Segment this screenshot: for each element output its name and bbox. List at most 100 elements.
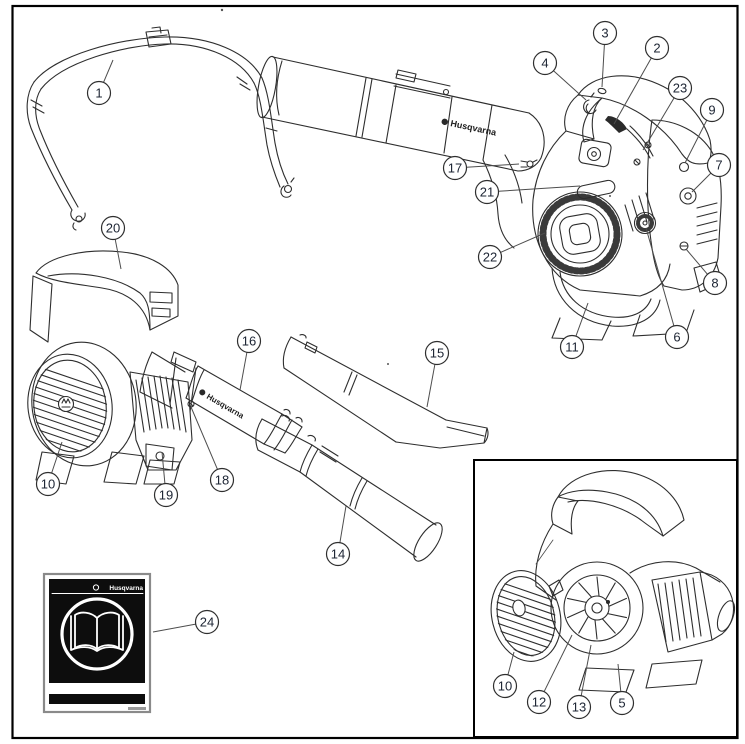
callout-10-left: 10	[35, 441, 63, 497]
husqvarna-crown-icon	[92, 584, 100, 591]
callout-13: 13	[566, 644, 592, 720]
callout-circle	[209, 467, 235, 493]
callout-number: 8	[711, 276, 718, 291]
tube-clamp-screw	[526, 160, 534, 168]
callout-leader	[617, 663, 622, 692]
callout-circle	[566, 694, 592, 720]
callout-7: 7	[691, 152, 732, 193]
callout-leader	[685, 248, 708, 275]
fuel-cap	[633, 211, 657, 235]
callout-6: 6	[645, 227, 690, 350]
callout-leader	[51, 441, 63, 474]
upper-tube-brand-label: Husqvarna	[450, 118, 499, 138]
callout-leader	[114, 239, 122, 270]
husqvarna-crown-icon	[441, 118, 448, 126]
callout-leader	[498, 185, 581, 192]
callout-leader	[575, 302, 589, 337]
callout-number: 1	[95, 86, 102, 101]
callout-number: 2	[653, 41, 660, 56]
starter-grip	[576, 179, 616, 200]
inset-grid-hatch	[487, 577, 565, 663]
callout-circle	[474, 179, 500, 205]
callout-leader	[580, 644, 592, 696]
round-nozzle-tube-drawing	[255, 415, 443, 562]
fan-housing	[550, 561, 644, 655]
lower-tube-brand-label: Husqvarna	[205, 392, 246, 421]
page-border	[11, 4, 739, 740]
callout-circle	[559, 334, 585, 360]
callout-11: 11	[559, 302, 589, 360]
callout-circle	[325, 541, 351, 567]
choke-knob	[679, 187, 697, 205]
callout-12: 12	[526, 634, 573, 715]
callout-number: 6	[673, 330, 680, 345]
inlet-grid-hatch	[26, 361, 113, 458]
tank-bolt	[679, 241, 689, 251]
callout-number: 19	[159, 488, 173, 503]
callout-circle	[442, 155, 468, 181]
callout-circle	[424, 340, 450, 366]
callout-leader	[466, 163, 520, 168]
callout-number: 21	[480, 185, 494, 200]
callout-leader	[642, 97, 675, 151]
manual-barcode-bar	[49, 694, 145, 704]
callout-leader	[691, 172, 712, 193]
callout-circle	[477, 244, 503, 270]
throttle-trigger	[605, 116, 627, 133]
callout-16: 16	[236, 328, 262, 391]
callout-20: 20	[100, 215, 126, 270]
inset-blower-drawing	[487, 470, 736, 693]
manual-fine-print	[128, 707, 146, 710]
lower-tube-brand: Husqvarna	[199, 389, 246, 421]
callout-leader	[103, 59, 114, 83]
callout-number: 11	[565, 340, 579, 355]
callout-5: 5	[609, 663, 635, 716]
callout-leader	[161, 451, 166, 484]
callout-22: 22	[477, 232, 546, 270]
callout-2: 2	[613, 35, 670, 125]
callout-23: 23	[642, 75, 693, 151]
callout-leader	[601, 44, 605, 88]
callout-number: 10	[41, 477, 55, 492]
callout-leader	[339, 505, 347, 543]
callout-number: 23	[673, 81, 687, 96]
callout-leader	[426, 364, 436, 408]
callout-leader	[239, 352, 248, 391]
scan-speck	[609, 195, 611, 197]
callout-19: 19	[153, 451, 179, 508]
operator-manual-drawing: Husqvarna	[42, 572, 152, 714]
callout-number: 13	[572, 700, 586, 715]
manual-brand-label: Husqvarna	[109, 585, 143, 592]
open-book-icon	[70, 611, 124, 652]
callout-number: 7	[715, 158, 722, 173]
callout-number: 18	[215, 473, 229, 488]
starter-housing-ribs	[539, 193, 621, 275]
scan-speck	[387, 363, 389, 365]
husqvarna-crown-icon	[199, 389, 206, 396]
callout-number: 4	[541, 56, 548, 71]
callout-circle	[532, 50, 558, 76]
callout-circle	[86, 80, 112, 106]
callout-18: 18	[190, 406, 235, 493]
callout-number: 24	[200, 615, 214, 630]
hanger-hook	[583, 92, 597, 115]
callout-3: 3	[592, 20, 618, 88]
callout-number: 17	[448, 161, 462, 176]
callout-10-inset: 10	[492, 651, 518, 699]
callout-leader	[645, 227, 675, 327]
callout-number: 12	[532, 695, 546, 710]
callout-9: 9	[684, 97, 725, 164]
callout-24: 24	[152, 609, 220, 635]
callout-circle	[194, 609, 220, 635]
callout-circle	[526, 689, 552, 715]
callout-circle	[492, 673, 518, 699]
ignition-detail	[678, 161, 690, 173]
callout-leader	[553, 70, 587, 101]
callout-number: 16	[242, 334, 256, 349]
shoulder-strap-drawing	[26, 26, 295, 231]
main-blower-drawing	[482, 75, 723, 341]
callout-circle	[699, 97, 725, 123]
